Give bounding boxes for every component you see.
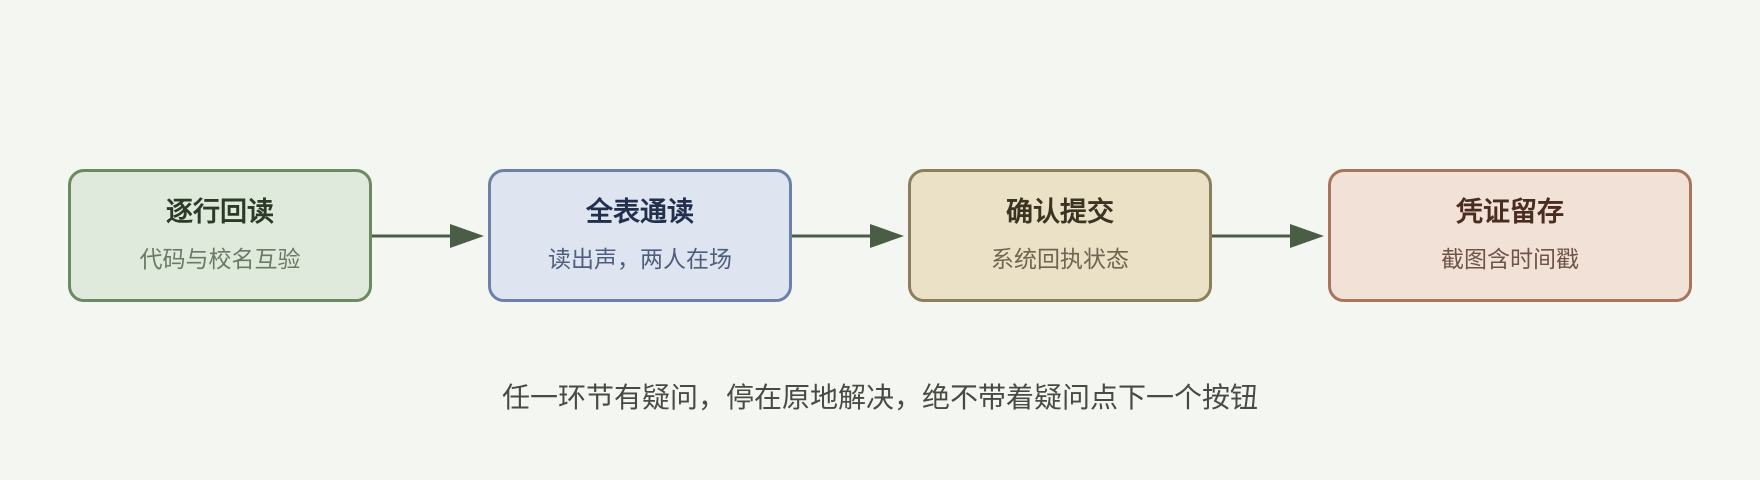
step-subtitle: 截图含时间戳 — [1441, 247, 1579, 273]
step-title: 逐行回读 — [166, 197, 274, 228]
flow-arrow-2 — [792, 224, 904, 248]
step-box-full-table-read-through: 全表通读 读出声，两人在场 — [488, 169, 792, 302]
step-box-confirm-submit: 确认提交 系统回执状态 — [908, 169, 1212, 302]
step-title: 全表通读 — [586, 197, 694, 228]
step-box-line-by-line-readback: 逐行回读 代码与校名互验 — [68, 169, 372, 302]
step-subtitle: 系统回执状态 — [991, 247, 1129, 273]
flow-arrow-3 — [1212, 224, 1324, 248]
step-subtitle: 读出声，两人在场 — [548, 247, 732, 273]
caption-note: 任一环节有疑问，停在原地解决，绝不带着疑问点下一个按钮 — [501, 381, 1258, 414]
flow-arrow-1 — [372, 224, 484, 248]
step-box-keep-evidence: 凭证留存 截图含时间戳 — [1328, 169, 1692, 302]
step-title: 确认提交 — [1006, 197, 1114, 228]
step-subtitle: 代码与校名互验 — [139, 247, 301, 273]
step-title: 凭证留存 — [1456, 197, 1564, 228]
